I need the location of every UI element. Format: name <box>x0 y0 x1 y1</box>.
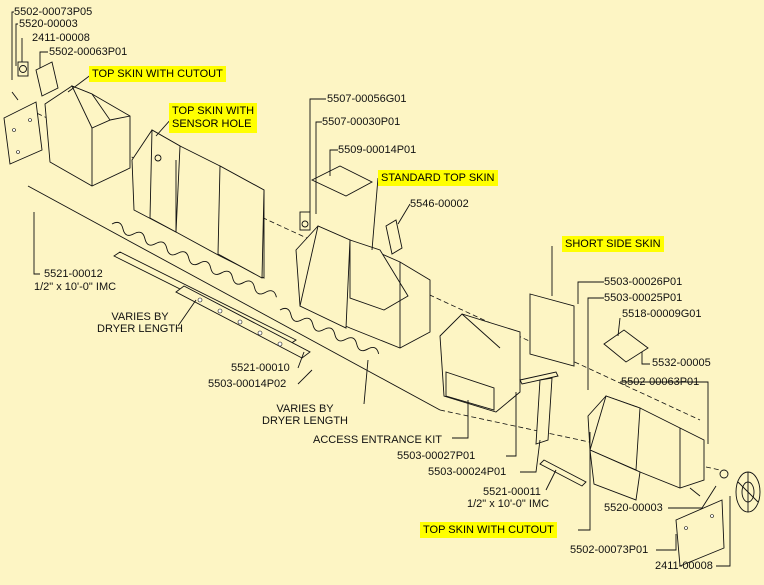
angle-bars <box>519 371 559 445</box>
conduit-5521-00011 <box>539 459 587 487</box>
small-coupling <box>689 469 729 497</box>
access-entrance-kit <box>439 313 521 413</box>
label-top-skin-cutout-top: TOP SKIN WITH CUTOUT <box>89 66 226 82</box>
right-end-panel <box>675 499 725 567</box>
callout-5502-00063P01-top: 5502-00063P01 <box>49 46 128 58</box>
auger-right <box>279 307 380 355</box>
callout-5503-00025P01: 5503-00025P01 <box>604 292 683 304</box>
callout-5521-00010: 5521-00010 <box>231 362 290 374</box>
leader-lines <box>11 11 731 567</box>
label-line: TOP SKIN WITH <box>172 105 255 117</box>
callout-5503-00026P01: 5503-00026P01 <box>604 276 683 288</box>
callout-5521-00012: 5521-00012 <box>44 268 103 280</box>
callout-5518-00009G01: 5518-00009G01 <box>622 308 702 320</box>
auger-left <box>111 221 277 298</box>
top-plate <box>310 165 373 197</box>
sensor-section <box>131 129 265 279</box>
callout-5503-00014P02: 5503-00014P02 <box>208 378 287 390</box>
standard-section <box>295 225 431 349</box>
callout-5503-00027P01: 5503-00027P01 <box>397 450 476 462</box>
bracket-5546 <box>385 219 403 255</box>
label-standard-top-skin: STANDARD TOP SKIN <box>378 170 498 186</box>
callout-5520-00003-top: 5520-00003 <box>19 18 78 30</box>
callout-5520-00003-bot: 5520-00003 <box>604 502 663 514</box>
bracket-5518 <box>603 329 649 363</box>
right-section <box>587 395 705 501</box>
label-line: SENSOR HOLE <box>172 118 252 130</box>
label-line: DRYER LENGTH <box>262 415 348 427</box>
callout-5502-00073P05: 5502-00073P05 <box>14 6 93 18</box>
label-top-skin-cutout-bot: TOP SKIN WITH CUTOUT <box>420 522 557 538</box>
label-access-entrance-kit: ACCESS ENTRANCE KIT <box>313 434 442 446</box>
label-line: VARIES BY <box>276 403 334 415</box>
label-line: VARIES BY <box>111 311 169 323</box>
callout-5507-00030P01: 5507-00030P01 <box>322 116 401 128</box>
floor-line <box>27 185 441 411</box>
left-end-panel <box>3 101 43 165</box>
label-line: DRYER LENGTH <box>97 323 183 335</box>
callout-5521-00011: 5521-00011 <box>483 486 541 498</box>
callout-5521-00011-desc: 1/2" x 10'-0" IMC <box>467 498 550 510</box>
callout-2411-00008-bot: 2411-00008 <box>655 560 713 572</box>
left-section <box>44 85 131 187</box>
label-short-side-skin: SHORT SIDE SKIN <box>562 236 664 252</box>
callout-5532-00005: 5532-00005 <box>652 357 711 369</box>
bracket-5507 <box>299 211 311 231</box>
callout-5546-00002: 5546-00002 <box>410 198 469 210</box>
perforated-channel <box>175 285 311 359</box>
callout-5521-00012-desc: 1/2" x 10'-0" IMC <box>34 281 117 293</box>
callout-5509-00014P01: 5509-00014P01 <box>338 144 417 156</box>
drive-wheel <box>735 471 761 513</box>
callout-5503-00024P01: 5503-00024P01 <box>428 466 507 478</box>
callout-5502-00063P01-bot: 5502-00063P01 <box>621 376 700 388</box>
top-left-fitting <box>11 61 59 101</box>
callout-2411-00008-top: 2411-00008 <box>32 32 90 44</box>
short-side-skin <box>529 293 575 367</box>
label-varies-by-dryer-length-2: VARIES BY DRYER LENGTH <box>257 403 353 427</box>
label-top-skin-sensor-hole: TOP SKIN WITH SENSOR HOLE <box>169 103 258 133</box>
callout-5507-00056G01: 5507-00056G01 <box>327 93 407 105</box>
callout-5502-00073P01: 5502-00073P01 <box>570 544 649 556</box>
label-varies-by-dryer-length-1: VARIES BY DRYER LENGTH <box>92 311 188 335</box>
